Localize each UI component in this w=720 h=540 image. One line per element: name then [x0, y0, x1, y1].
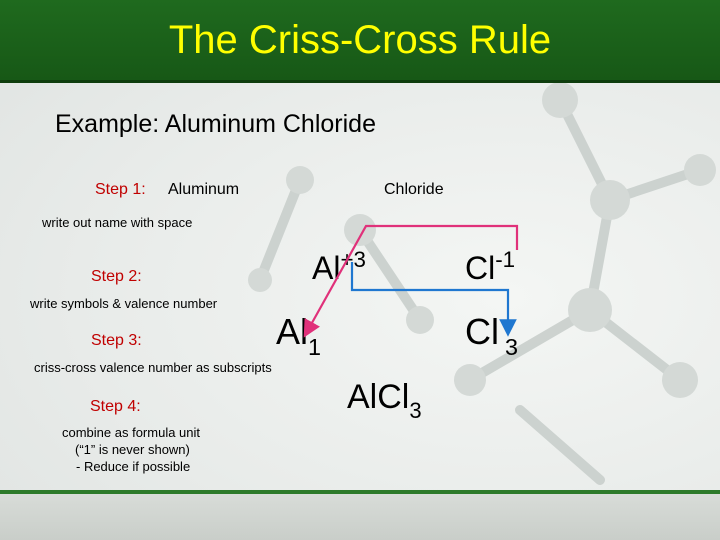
al-with-subscript: Al1: [276, 311, 321, 360]
al-valence: +3: [340, 246, 366, 272]
step1-aluminum: Aluminum: [168, 181, 240, 198]
cl-with-valence: Cl-1: [465, 246, 516, 290]
al-sub-symbol: Al: [276, 311, 309, 352]
cl-symbol: Cl: [465, 250, 496, 286]
step4-label: Step 4:: [90, 398, 141, 415]
step4-description-line2: (“1” is never shown): [75, 442, 190, 457]
bottom-band: [0, 490, 720, 540]
final-formula: AlCl3: [347, 378, 422, 423]
cl-valence: -1: [495, 246, 516, 272]
bottom-accent-line: [0, 490, 720, 494]
step1-description: write out name with space: [42, 215, 193, 230]
example-heading: Example: Aluminum Chloride: [55, 110, 376, 138]
title-bar: [0, 0, 720, 83]
step1-chloride: Chloride: [384, 181, 444, 198]
cl-subscript: 3: [505, 333, 519, 360]
al-with-valence: Al+3: [312, 246, 366, 290]
final-formula-base: AlCl: [347, 378, 410, 416]
step4-description-line3: - Reduce if possible: [76, 459, 191, 474]
step2-label: Step 2:: [91, 268, 142, 285]
cl-sub-symbol: Cl: [465, 311, 499, 352]
step2-description: write symbols & valence number: [30, 296, 218, 311]
slide-title: The Criss-Cross Rule: [168, 18, 552, 62]
step1-label: Step 1:: [95, 181, 146, 198]
step3-description: criss-cross valence number as subscripts: [34, 360, 272, 375]
step3-label: Step 3:: [91, 332, 142, 349]
al-subscript: 1: [308, 333, 322, 360]
step4-description-line1: combine as formula unit: [62, 425, 201, 440]
final-formula-subscript: 3: [409, 397, 422, 423]
al-symbol: Al: [312, 250, 341, 286]
